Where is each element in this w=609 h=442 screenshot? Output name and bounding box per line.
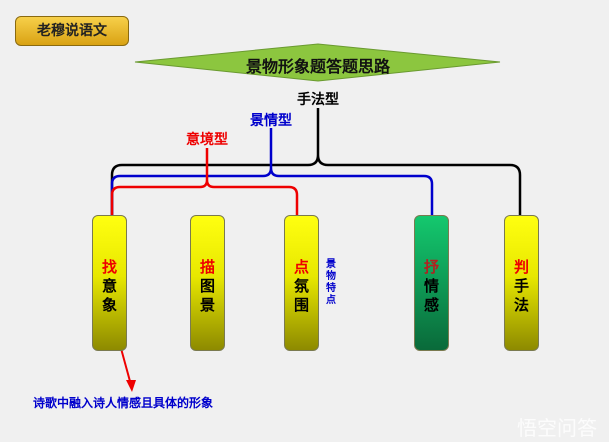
step-char: 象 [101, 296, 117, 314]
method-connector [110, 108, 522, 215]
type-scene-emotion: 景情型 [250, 113, 292, 129]
step-char: 围 [293, 296, 309, 314]
imagery-connector [110, 148, 299, 215]
step-key-char: 描 [199, 258, 215, 276]
step-key-char: 点 [293, 258, 309, 276]
title-diamond [134, 43, 501, 82]
scene-emotion-connector [110, 128, 434, 215]
step-char: 感 [423, 296, 439, 314]
arrow-head-icon [126, 380, 136, 392]
step-char: 图 [199, 277, 215, 295]
step-char: 景 [199, 296, 215, 314]
author-badge: 老穆说语文 [15, 16, 129, 46]
step-box-atmosphere: 点 氛 围 [284, 215, 319, 351]
imagery-definition-note: 诗歌中融入诗人情感且具体的形象 [33, 396, 214, 410]
step-box-express-emotion: 抒 情 感 [414, 215, 449, 351]
step-char: 意 [101, 277, 117, 295]
step-char: 氛 [293, 277, 309, 295]
step-box-describe-scene: 描 图 景 [190, 215, 225, 351]
step-key-char: 抒 [423, 258, 439, 276]
watermark: 悟空问答 [517, 416, 597, 440]
step-char: 手 [513, 277, 529, 295]
step-key-char: 判 [513, 258, 529, 276]
step-char: 法 [513, 296, 529, 314]
type-method: 手法型 [297, 92, 339, 108]
step-char: 情 [423, 277, 439, 295]
step-box-judge-technique: 判 手 法 [504, 215, 539, 351]
step-key-char: 找 [101, 258, 117, 276]
type-imagery: 意境型 [186, 132, 228, 148]
step-box-find-imagery: 找 意 象 [92, 215, 127, 351]
scene-feature-note: 景物特点 [326, 259, 336, 306]
diagram-title: 景物形象题答题思路 [245, 57, 391, 76]
